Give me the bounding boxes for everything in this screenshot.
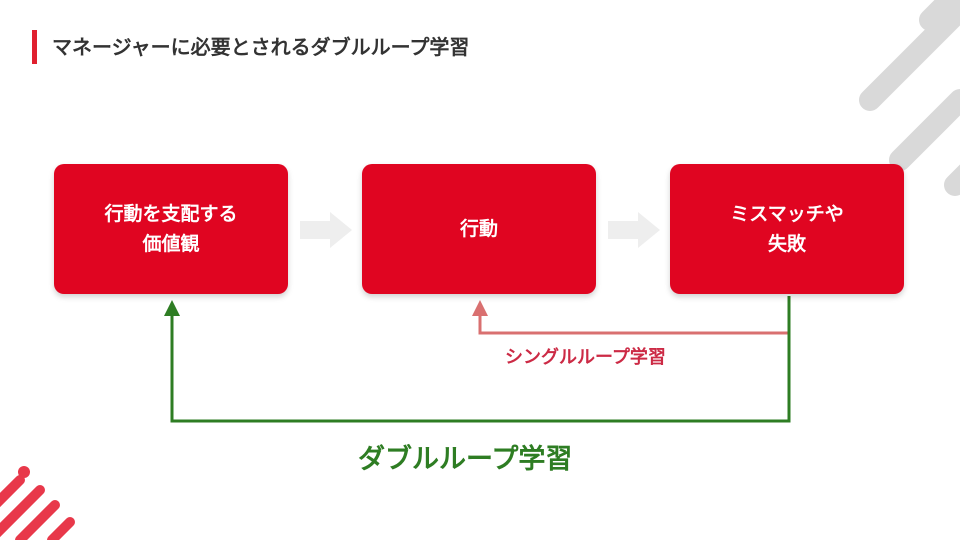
grey-stripes-decoration xyxy=(859,0,960,196)
flow-arrow-2 xyxy=(608,212,660,248)
mismatch-box-line1: ミスマッチや xyxy=(730,203,844,225)
mismatch-box: ミスマッチや 失敗 xyxy=(670,164,904,294)
red-stripes-decoration xyxy=(0,475,75,540)
mismatch-box-line2: 失敗 xyxy=(767,233,806,255)
action-box: 行動 xyxy=(362,164,596,294)
double-loop-line xyxy=(170,296,791,423)
values-box: 行動を支配する 価値観 xyxy=(54,164,288,294)
red-dot-decoration xyxy=(18,466,30,478)
single-loop-label: シングルループ学習 xyxy=(505,347,666,368)
flow-arrow-1 xyxy=(300,212,352,248)
values-box-line2: 価値観 xyxy=(142,233,200,255)
double-loop-label: ダブルループ学習 xyxy=(358,444,573,475)
title-accent-bar xyxy=(32,30,37,64)
values-box-line1: 行動を支配する xyxy=(104,203,238,225)
action-box-label: 行動 xyxy=(459,218,498,240)
page-title: マネージャーに必要とされるダブルループ学習 xyxy=(52,35,470,59)
double-loop-arrowhead xyxy=(164,300,180,316)
single-loop-line xyxy=(478,296,791,335)
single-loop-arrowhead xyxy=(472,300,488,316)
